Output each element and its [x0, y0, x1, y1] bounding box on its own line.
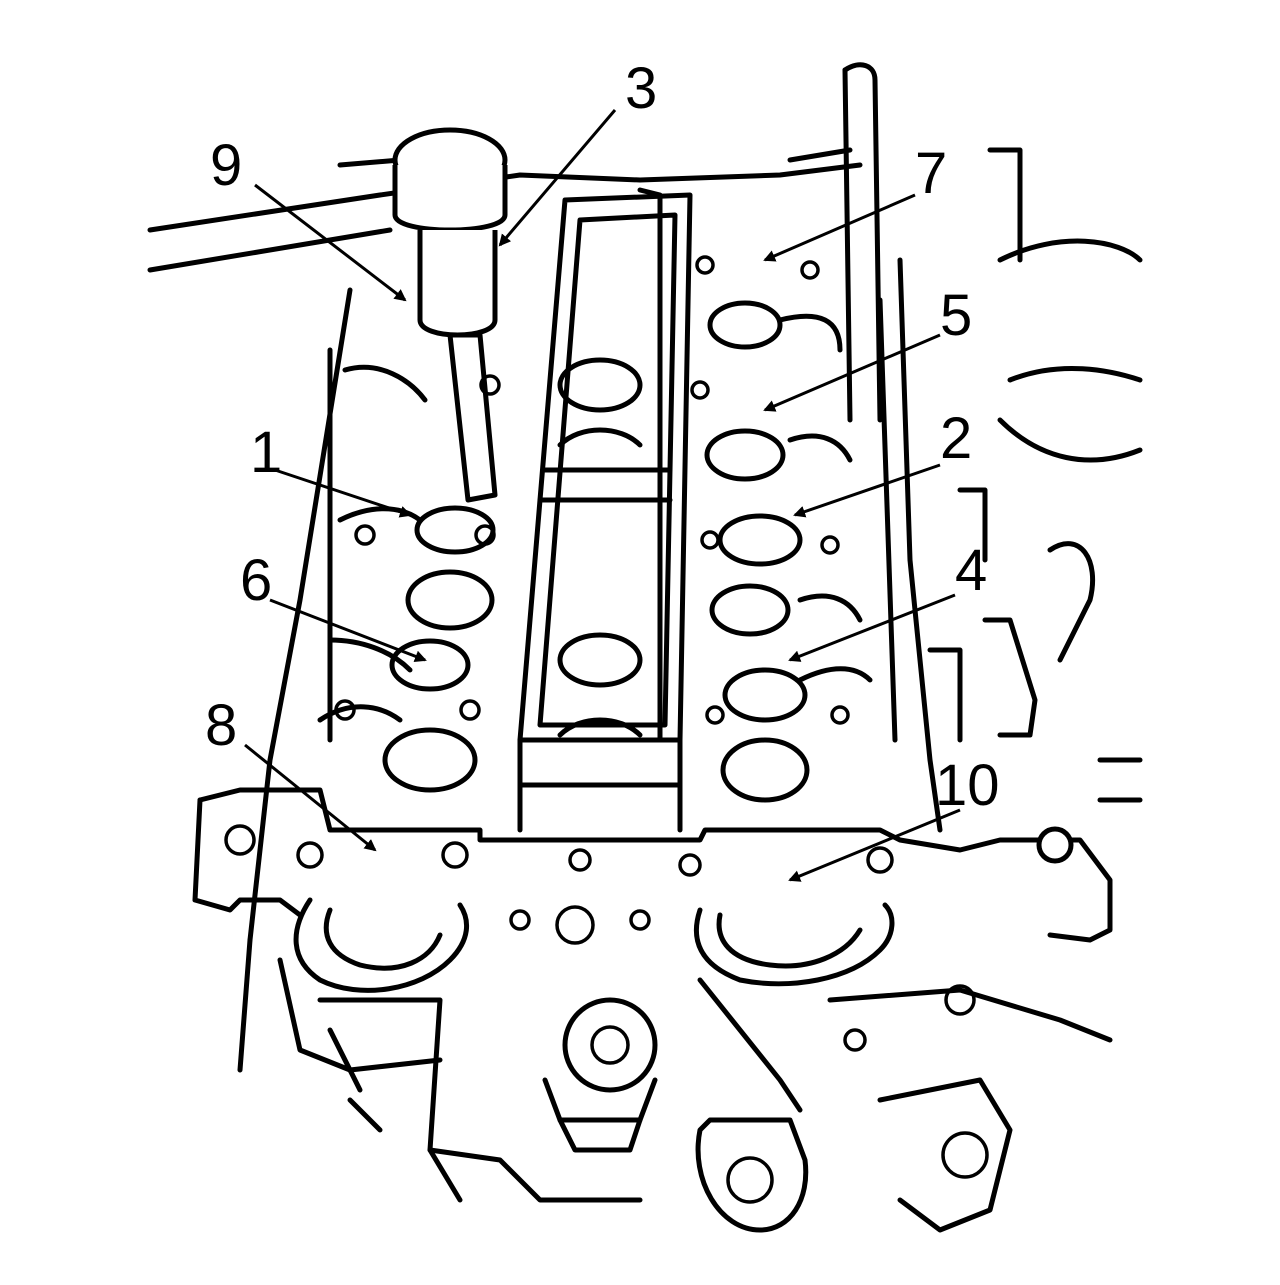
callout-1: 1 [250, 420, 282, 485]
callout-arrows [244, 109, 961, 882]
callout-5: 5 [940, 283, 972, 348]
arrow-8 [244, 743, 377, 852]
callout-4: 4 [955, 538, 987, 603]
top-manifold-lines [147, 62, 1143, 463]
callout-labels: 1 2 3 4 5 6 7 8 9 10 [205, 56, 1000, 818]
arrow-1 [274, 468, 412, 518]
callout-8: 8 [205, 693, 237, 758]
callout-6: 6 [240, 548, 272, 613]
front-timing-cover [192, 737, 1113, 993]
arrow-10 [788, 808, 961, 882]
arrow-2 [793, 463, 941, 518]
callout-10: 10 [935, 753, 1000, 818]
center-gasket-channel [517, 187, 693, 743]
socket-wrench-tool [392, 127, 508, 503]
callout-9: 9 [210, 133, 242, 198]
callout-7: 7 [915, 141, 947, 206]
arrow-9 [254, 183, 407, 302]
arrow-6 [269, 598, 427, 662]
arrow-7 [763, 193, 916, 262]
callout-3: 3 [625, 56, 657, 121]
arrow-4 [788, 593, 956, 662]
right-cam-bearings [690, 255, 873, 803]
lower-engine-block [237, 937, 1113, 1233]
arrow-3 [498, 109, 617, 247]
right-side-components [927, 487, 1143, 803]
cylinder-head-outline [247, 257, 943, 943]
callout-2: 2 [940, 406, 972, 471]
arrow-5 [763, 333, 941, 412]
